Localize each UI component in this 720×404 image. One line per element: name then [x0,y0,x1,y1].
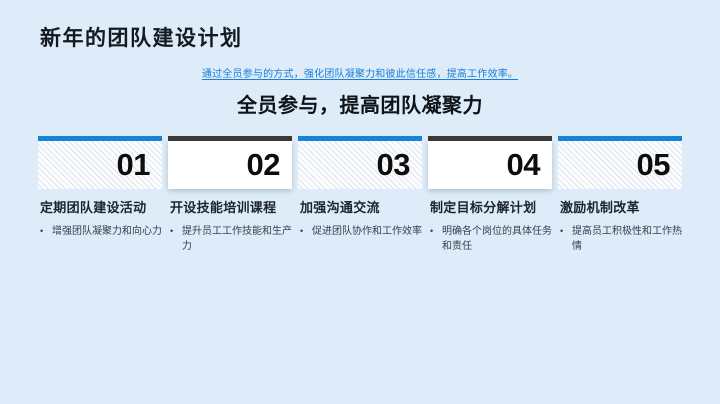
card-3-title: 加强沟通交流 [300,200,380,215]
card-3-accent-bar [298,136,422,141]
card-5-bullet: • 提高员工积极性和工作热情 [558,224,682,255]
card-2-number: 02 [246,147,281,182]
card-5-number-box: 05 [558,141,682,189]
card-4-accent-bar [428,136,552,141]
card-2-bullet: • 提升员工工作技能和生产力 [168,224,292,255]
card-2-accent-bar [168,136,292,141]
card-5: 05 激励机制改革 • 提高员工积极性和工作热情 [558,136,682,255]
slide-subtitle-link: 通过全员参与的方式，强化团队凝聚力和彼此信任感，提高工作效率。 [201,69,519,80]
card-3-number-box: 03 [298,141,422,189]
card-4-bullet-text: 明确各个岗位的具体任务和责任 [442,225,552,253]
card-2-title: 开设技能培训课程 [170,200,277,215]
card-2-number-box: 02 [168,141,292,189]
card-4: 04 制定目标分解计划 • 明确各个岗位的具体任务和责任 [428,136,552,255]
card-4-number-box: 04 [428,141,552,189]
card-1-accent-bar [38,136,162,141]
card-5-number: 05 [636,147,671,182]
slide-subtitle-row: 通过全员参与的方式，强化团队凝聚力和彼此信任感，提高工作效率。 [0,68,720,81]
card-3-number: 03 [376,147,411,182]
card-1-bullet-text: 增强团队凝聚力和向心力 [52,225,162,237]
card-1-bullet: • 增强团队凝聚力和向心力 [38,224,162,240]
section-heading: 全员参与，提高团队凝聚力 [237,95,483,117]
card-1-title: 定期团队建设活动 [40,200,147,215]
card-row: 01 定期团队建设活动 • 增强团队凝聚力和向心力 02 开设技能培训课程 • … [38,136,682,255]
card-1-number: 01 [116,147,151,182]
card-2-bullet-text: 提升员工工作技能和生产力 [182,225,292,253]
card-4-bullet: • 明确各个岗位的具体任务和责任 [428,224,552,255]
card-1-number-box: 01 [38,141,162,189]
slide-title: 新年的团队建设计划 [40,27,243,50]
bullet-icon: • [40,225,44,236]
bullet-icon: • [300,225,304,236]
card-5-bullet-text: 提高员工积极性和工作热情 [572,225,682,253]
card-3: 03 加强沟通交流 • 促进团队协作和工作效率 [298,136,422,255]
card-3-bullet-text: 促进团队协作和工作效率 [312,225,422,237]
card-2: 02 开设技能培训课程 • 提升员工工作技能和生产力 [168,136,292,255]
card-4-number: 04 [506,147,541,182]
card-4-title: 制定目标分解计划 [430,200,537,215]
card-3-bullet: • 促进团队协作和工作效率 [298,224,422,240]
card-1: 01 定期团队建设活动 • 增强团队凝聚力和向心力 [38,136,162,255]
card-5-accent-bar [558,136,682,141]
bullet-icon: • [560,225,564,236]
bullet-icon: • [170,225,174,236]
bullet-icon: • [430,225,434,236]
card-5-title: 激励机制改革 [560,200,640,215]
